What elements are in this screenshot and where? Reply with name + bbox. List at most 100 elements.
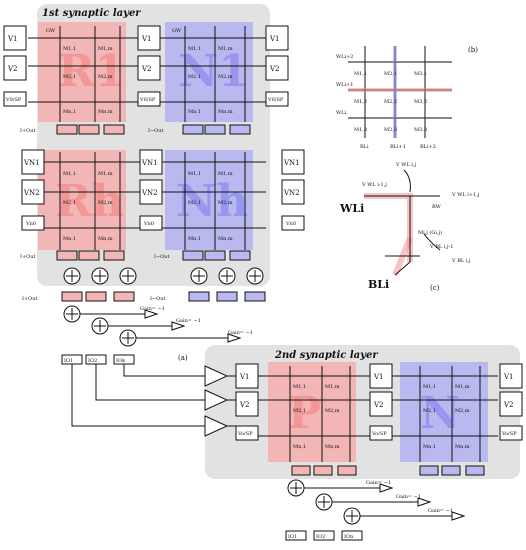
v-right-1: VN1 xyxy=(283,159,300,167)
v-mid-1: V1 xyxy=(373,373,384,381)
panel-c-label: (c) xyxy=(430,284,440,292)
overlay-neg: N xyxy=(420,388,460,439)
cell: M3,3 xyxy=(414,127,427,133)
layer1-summers: I+Out I−Out Gain= −1 Gain= −1 Gain= −1 I… xyxy=(22,267,266,365)
blue-column-highlight xyxy=(165,150,253,250)
layer2-title: 2nd synaptic layer xyxy=(274,350,378,361)
cell: Mn,1 xyxy=(188,236,201,242)
v-bl-out: V BL i,j xyxy=(451,258,471,264)
cell: Mn,1 xyxy=(63,109,76,115)
cell: M1,1 xyxy=(188,171,201,177)
cell: M2,m xyxy=(218,74,233,80)
cell: Mn,m xyxy=(325,444,340,450)
wl: WLi xyxy=(336,110,346,116)
v-right-3: Vo/SP xyxy=(501,431,517,437)
v-right-2: V2 xyxy=(503,401,514,409)
final-out: IO2 xyxy=(88,358,97,364)
cell: M2,1 xyxy=(293,408,306,414)
overlay-neg: N1 xyxy=(178,46,249,97)
v-left-2: V2 xyxy=(7,65,18,73)
v-mid-2: V2 xyxy=(373,401,384,409)
overlay-pos: P xyxy=(288,388,321,439)
cell: Mn,1 xyxy=(63,236,76,242)
cell: M1,1 xyxy=(354,71,367,77)
cell: M2,1 xyxy=(423,408,436,414)
final-out: IOn xyxy=(344,534,354,540)
v-mid-3: Vo/SP xyxy=(371,431,387,437)
panel-a-label: (a) xyxy=(178,354,188,362)
v-right-3: Vn0 xyxy=(285,221,296,227)
cell-label: Mi,j (Gi,j) xyxy=(418,229,442,236)
layer2: P N V1 V2 Vo/SP V1 V2 Vo/SP V1 V2 Vo/SP xyxy=(235,362,523,476)
v-mid-1: VN1 xyxy=(141,159,158,167)
v-mid-2: V2 xyxy=(141,65,152,73)
final-out: IO2 xyxy=(316,534,325,540)
v-left-1: VN1 xyxy=(23,159,40,167)
rw: RW xyxy=(432,204,442,210)
cell: M2,1 xyxy=(63,200,76,206)
cell: M2,1 xyxy=(384,71,397,77)
cell: M1,m xyxy=(325,384,340,390)
bl: BLi+1 xyxy=(390,144,406,150)
v-right-2: VN2 xyxy=(283,189,300,197)
final-out: IOk xyxy=(116,358,126,364)
cell: Mn,m xyxy=(218,109,233,115)
v-left-1: V1 xyxy=(7,35,18,43)
wl: WLi+2 xyxy=(336,54,353,60)
cell: M1,1 xyxy=(63,46,76,52)
v-right-2: V2 xyxy=(269,65,280,73)
v-right-1: V1 xyxy=(269,35,280,43)
cell: M1,m xyxy=(218,46,233,52)
v-left-3: V0/SP xyxy=(5,97,22,103)
v-wl-out: V WL i+1,j xyxy=(451,192,480,198)
cell: M2,m xyxy=(325,408,340,414)
v-wl-in: V WL i-1,j xyxy=(361,182,387,188)
v-mid-2: VN2 xyxy=(141,189,158,197)
cell: M2,m xyxy=(98,74,113,80)
cell: M2,3 xyxy=(384,127,397,133)
out-label: I+Out xyxy=(20,128,36,134)
cell: M1,3 xyxy=(354,127,367,133)
gain-label: Gain= −1 xyxy=(140,306,165,312)
cell: M2,2 xyxy=(384,99,397,105)
cell: Mn,m xyxy=(98,109,113,115)
layer1-block2: Rh Nh VN1 VN2 Vn0 VN1 VN2 Vn0 VN1 VN2 Vn… xyxy=(20,149,305,261)
cell: M1,1 xyxy=(293,384,306,390)
panel-c: WLi BLi V WL i,j V WL i-1,j V WL i+1,j R… xyxy=(339,162,480,292)
cell: Mn,1 xyxy=(188,109,201,115)
overlay-pos: R1 xyxy=(58,46,125,97)
v-left-2: VN2 xyxy=(23,189,40,197)
sum-label: I+Out xyxy=(22,296,38,302)
cell: M1,m xyxy=(98,46,113,52)
cell: Mn,m xyxy=(218,236,233,242)
final-out: IO1 xyxy=(288,534,297,540)
cell: M2,m xyxy=(218,200,233,206)
cell: M1,2 xyxy=(354,99,367,105)
overlay-neg: Nh xyxy=(176,176,248,227)
v-top: V WL i,j xyxy=(395,162,416,168)
cell: M1,1 xyxy=(188,46,201,52)
cell: Mn,1 xyxy=(293,444,306,450)
cell: M1,1 xyxy=(63,171,76,177)
v-right-3: V0/SP xyxy=(267,97,284,103)
cell: M1,m xyxy=(218,171,233,177)
v-mid-3: Vn0 xyxy=(143,221,154,227)
out-label: I+Out xyxy=(20,254,36,260)
gain-label: Gain= −1 xyxy=(396,494,421,500)
cell: M2,m xyxy=(98,200,113,206)
layer1-block1: R1 N1 V1 V2 V0/SP V1 V2 V0/SP V1 V2 xyxy=(3,22,289,135)
red-column-highlight xyxy=(38,22,126,122)
amplifiers xyxy=(71,364,236,437)
gain-label: Gain= −1 xyxy=(428,508,453,514)
v-bl-in: V BL i,j-1 xyxy=(429,244,453,250)
red-column-highlight xyxy=(268,362,356,462)
v-left-1: V1 xyxy=(239,373,250,381)
cell: M3,1 xyxy=(414,71,427,77)
cell: Mn,m xyxy=(98,236,113,242)
cell: M3,2 xyxy=(414,99,427,105)
v-mid-1: V1 xyxy=(141,35,152,43)
bl: BLi xyxy=(360,144,369,150)
gain-label: Gain= −1 xyxy=(176,318,201,324)
wl: WLi+1 xyxy=(336,82,353,88)
neg-label: I−Out xyxy=(150,296,166,302)
